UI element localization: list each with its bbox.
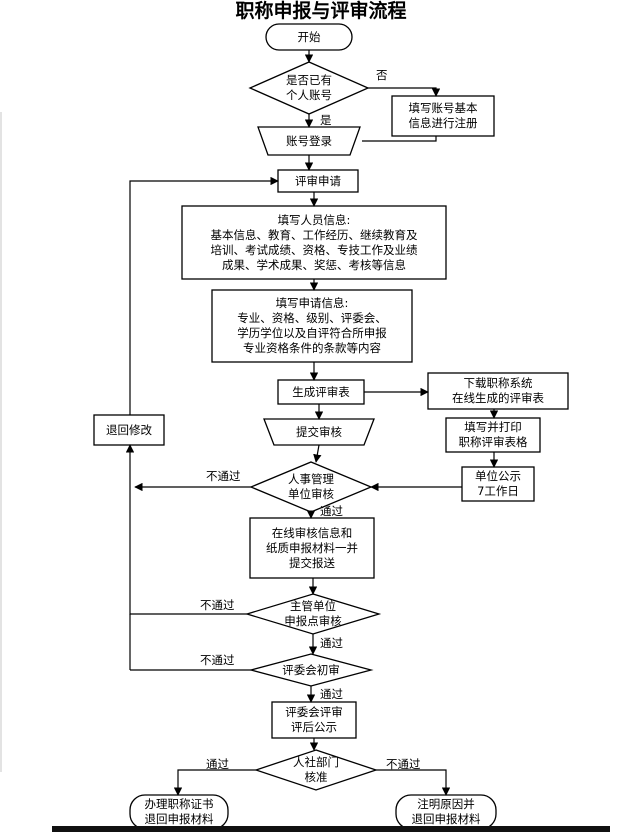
node-download-form-text: 下载职称系统在线生成的评审表 (428, 376, 568, 406)
node-text-line: 专业、资格、级别、评委会、 (237, 311, 387, 325)
node-text-line: 开始 (297, 29, 321, 44)
node-submit-text: 提交审核 (264, 425, 374, 440)
node-text-line: 退回申报材料 (144, 812, 214, 826)
node-committee-first-text: 评委会初审 (251, 663, 371, 678)
node-text-line: 个人账号 (286, 88, 332, 102)
node-login-text: 账号登录 (258, 134, 360, 149)
committee-review-box (271, 701, 357, 739)
node-text-line: 提交报送 (289, 555, 335, 570)
edge-label-pass: 通过 (206, 757, 229, 771)
node-text-line: 在线审核信息和 (271, 525, 353, 540)
node-apply-info-text: 填写申请信息:专业、资格、级别、评委会、学历学位以及自评符合所申报专业资格条件的… (212, 296, 412, 356)
node-text-line: 退回修改 (106, 422, 152, 437)
node-text-line: 基本信息、教育、工作经历、继续教育及 (210, 227, 418, 242)
edge-label-pass: 通过 (320, 687, 343, 701)
node-text-line: 账号登录 (286, 133, 332, 148)
generate-form-box (277, 379, 365, 405)
edge-label-yes: 是 (320, 113, 332, 127)
node-text-line: 学历学位以及自评符合所申报 (237, 326, 387, 340)
node-text-line: 生成评审表 (292, 384, 350, 399)
node-text-line: 培训、考试成绩、资格、专技工作及业绩 (210, 242, 418, 257)
page-left-rule (0, 112, 2, 772)
node-issue-cert-text: 办理职称证书退回申报材料 (130, 797, 228, 827)
node-committee-review-text: 评委会评审评后公示 (272, 705, 356, 735)
diagram-title: 职称申报与评审流程 (235, 0, 407, 22)
node-text-line: 在线生成的评审表 (452, 391, 544, 405)
node-text-line: 办理职称证书 (144, 797, 214, 811)
node-text-line: 是否已有 (286, 73, 332, 87)
node-text-line: 填写并打印 (464, 420, 522, 434)
node-text-line: 主管单位 (290, 599, 336, 613)
login-trapezoid (257, 126, 361, 156)
node-text-line: 填写人员信息: (277, 212, 351, 227)
return-edit-box (93, 414, 165, 446)
node-text-line: 评后公示 (291, 720, 337, 734)
download-form-box (427, 372, 569, 410)
node-hrss-approve-text: 人社部门核准 (256, 755, 376, 785)
node-return-edit-text: 退回修改 (94, 423, 164, 438)
node-start-text: 开始 (266, 30, 352, 45)
node-text-line: 人社部门 (293, 755, 339, 769)
edge-label-pass: 通过 (320, 504, 343, 518)
node-text-line: 填写账号基本 (408, 101, 478, 115)
edge-label-pass: 通过 (320, 636, 343, 650)
edge-label-fail: 不通过 (200, 598, 235, 612)
node-text-line: 注明原因并 (417, 797, 475, 811)
unit-notice-box (461, 466, 535, 502)
node-apply-text: 评审申请 (278, 174, 358, 189)
register-box (391, 95, 495, 137)
page-bottom-rule (52, 826, 610, 832)
node-generate-form-text: 生成评审表 (278, 385, 364, 400)
node-note-reason-text: 注明原因并退回申报材料 (396, 797, 496, 827)
node-text-line: 退回申报材料 (411, 812, 481, 826)
node-text-line: 填写申请信息: (275, 296, 349, 310)
node-text-line: 单位审核 (288, 487, 334, 501)
node-text-line: 信息进行注册 (408, 116, 478, 130)
node-text-line: 成果、学术成果、奖惩、考核等信息 (222, 257, 406, 272)
submit-trapezoid (263, 418, 375, 446)
node-text-line: 纸质申报材料一并 (266, 540, 358, 555)
node-text-line: 7工作日 (477, 484, 519, 498)
node-print-form-text: 填写并打印职称评审表格 (446, 420, 540, 450)
node-text-line: 职称评审表格 (458, 435, 528, 449)
node-text-line: 评审申请 (295, 173, 341, 188)
apply-info-box (211, 289, 413, 363)
node-personal-info-text: 填写人员信息:基本信息、教育、工作经历、继续教育及培训、考试成绩、资格、专技工作… (182, 213, 446, 273)
node-text-line: 评委会评审 (285, 705, 343, 719)
node-dept-review-text: 主管单位申报点审核 (247, 599, 379, 629)
node-hr-review-text: 人事管理单位审核 (251, 472, 371, 502)
node-has-account-text: 是否已有个人账号 (250, 73, 368, 103)
edge-label-no: 否 (376, 68, 388, 82)
node-register-text: 填写账号基本信息进行注册 (392, 101, 494, 131)
node-text-line: 提交审核 (296, 424, 342, 439)
node-text-line: 专业资格条件的条款等内容 (243, 341, 381, 355)
edge-label-fail: 不通过 (386, 757, 421, 771)
node-text-line: 核准 (304, 770, 328, 784)
node-text-line: 人事管理 (288, 472, 334, 486)
node-online-review-text: 在线审核信息和纸质申报材料一并提交报送 (250, 526, 374, 571)
hrss-approve-decision (253, 749, 379, 791)
node-text-line: 评委会初审 (282, 662, 340, 677)
node-text-line: 下载职称系统 (463, 376, 533, 390)
edge-label-fail: 不通过 (200, 653, 235, 667)
print-form-box (445, 417, 541, 453)
node-text-line: 单位公示 (475, 469, 521, 483)
online-review-box (249, 517, 375, 579)
edge-label-fail: 不通过 (206, 469, 241, 483)
node-text-line: 申报点审核 (284, 614, 342, 628)
